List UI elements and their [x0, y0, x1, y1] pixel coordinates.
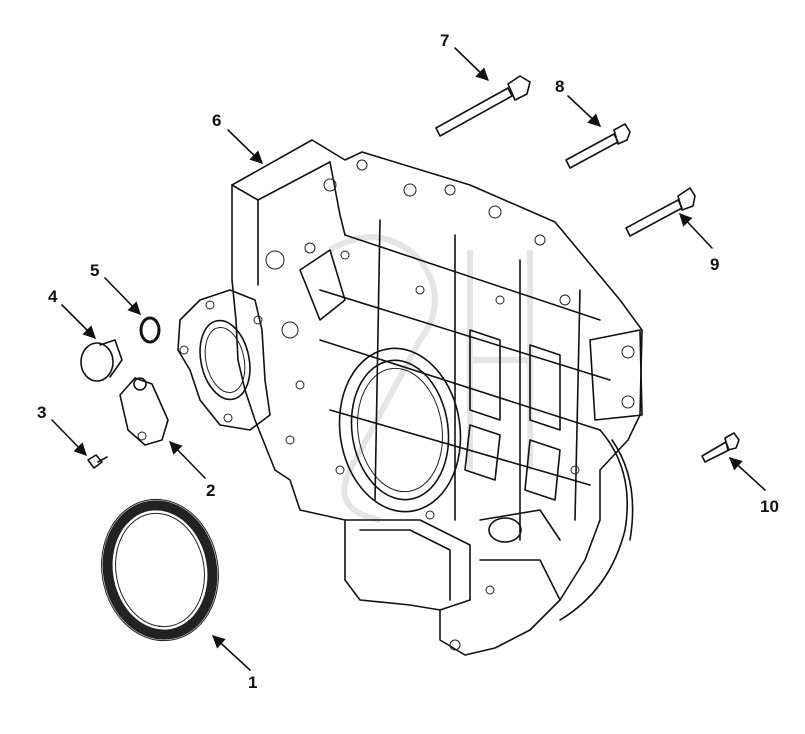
rear-seal-ring	[101, 498, 219, 642]
bolt-8	[565, 123, 631, 169]
callout-3: 3	[37, 403, 46, 422]
callout-4: 4	[48, 287, 58, 306]
callout-8: 8	[555, 77, 564, 96]
plug	[80, 339, 123, 382]
small-bolt-3	[87, 454, 108, 469]
o-ring	[139, 316, 161, 344]
callout-labels: 1 2 3 4 5 6 7 8 9 10	[37, 31, 779, 692]
callout-5: 5	[90, 261, 99, 280]
callout-6: 6	[212, 111, 221, 130]
long-bolt-7	[435, 75, 531, 137]
leader-8	[567, 95, 601, 127]
flywheel-housing	[177, 139, 643, 656]
callout-9: 9	[710, 255, 719, 274]
leader-9	[679, 213, 713, 249]
leader-10	[729, 457, 766, 491]
leader-3	[51, 419, 87, 456]
cover-plate	[119, 377, 169, 446]
leader-4	[61, 304, 96, 339]
callout-2: 2	[206, 481, 215, 500]
leader-5	[104, 277, 141, 315]
leader-7	[454, 47, 489, 81]
callout-1: 1	[248, 673, 257, 692]
bolt-10	[701, 432, 740, 463]
callout-10: 10	[760, 497, 779, 516]
bolt-9	[625, 187, 696, 237]
leader-lines	[51, 47, 766, 671]
leader-1	[212, 635, 251, 671]
leader-6	[227, 129, 263, 164]
leader-2	[169, 441, 206, 479]
callout-7: 7	[440, 31, 449, 50]
